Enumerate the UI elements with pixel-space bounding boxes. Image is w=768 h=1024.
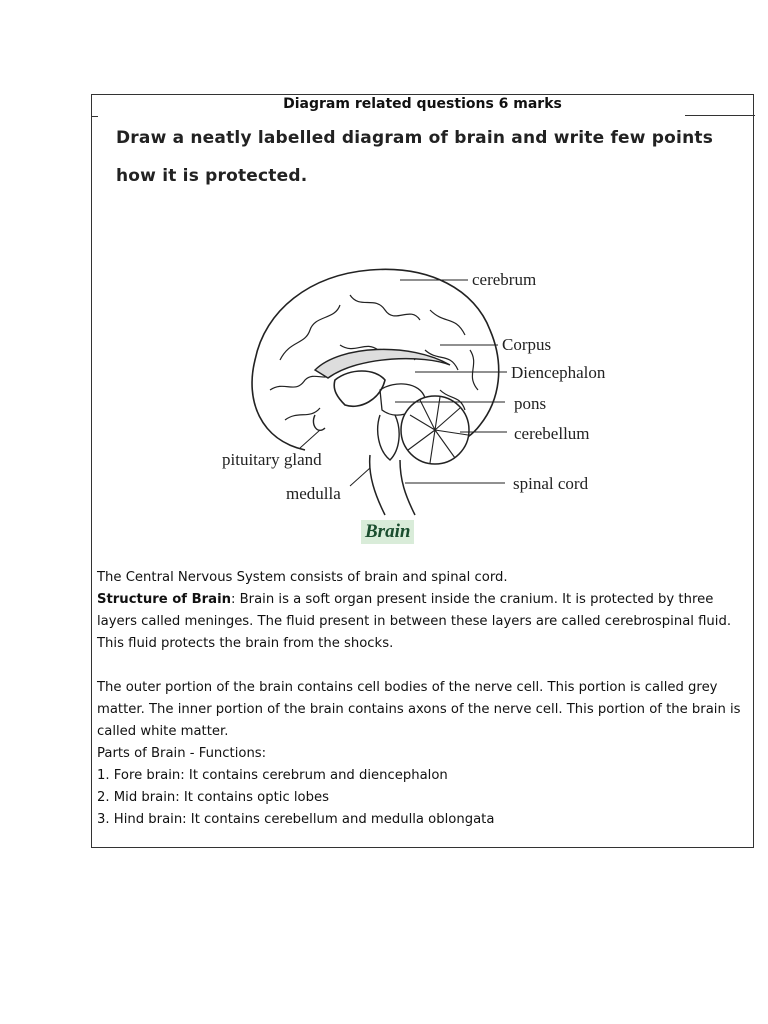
label-medulla: medulla bbox=[286, 484, 341, 503]
header-rule bbox=[685, 115, 755, 116]
label-cerebellum: cerebellum bbox=[514, 424, 590, 443]
label-pons: pons bbox=[514, 394, 546, 413]
worksheet-frame bbox=[91, 94, 754, 848]
brain-diagram: cerebrum Corpus Diencephalon pons cerebe… bbox=[222, 268, 606, 516]
question-text: Draw a neatly labelled diagram of brain … bbox=[116, 128, 716, 186]
structure-paragraph: Structure of Brain: Brain is a soft orga… bbox=[97, 589, 747, 655]
label-cerebrum: cerebrum bbox=[472, 270, 536, 289]
question-line-1: Draw a neatly labelled diagram of brain … bbox=[116, 128, 714, 148]
parts-item-2: 2. Mid brain: It contains optic lobes bbox=[97, 790, 329, 805]
matter-paragraph: The outer portion of the brain contains … bbox=[97, 680, 741, 739]
label-pituitary-gland: pituitary gland bbox=[222, 450, 322, 469]
label-leaders bbox=[299, 279, 507, 487]
brain-outline bbox=[251, 268, 500, 516]
label-spinal-cord: spinal cord bbox=[513, 474, 589, 493]
parts-heading: Parts of Brain - Functions: bbox=[97, 746, 267, 761]
intro-paragraph: The Central Nervous System consists of b… bbox=[97, 570, 508, 585]
question-line-2: how it is protected. bbox=[116, 166, 308, 186]
structure-text: : Brain is a soft organ present inside t… bbox=[97, 592, 732, 651]
label-diencephalon: Diencephalon bbox=[511, 363, 606, 382]
sheet-title: Diagram related questions 6 marks bbox=[283, 96, 562, 112]
parts-item-3: 3. Hind brain: It contains cerebellum an… bbox=[97, 812, 495, 827]
diagram-caption: Brain bbox=[361, 520, 415, 544]
parts-item-1: 1. Fore brain: It contains cerebrum and … bbox=[97, 768, 448, 783]
structure-label: Structure of Brain bbox=[97, 592, 231, 607]
left-tick-mark bbox=[91, 116, 98, 117]
explanation-text: The Central Nervous System consists of b… bbox=[97, 567, 747, 831]
label-corpus: Corpus bbox=[502, 335, 551, 354]
